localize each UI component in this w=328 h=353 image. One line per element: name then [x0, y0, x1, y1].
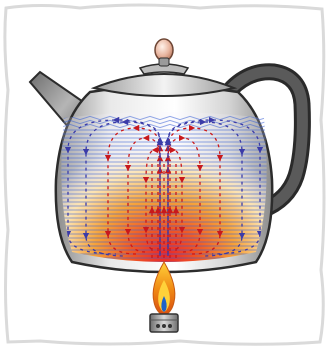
burner-icon: [150, 314, 178, 332]
